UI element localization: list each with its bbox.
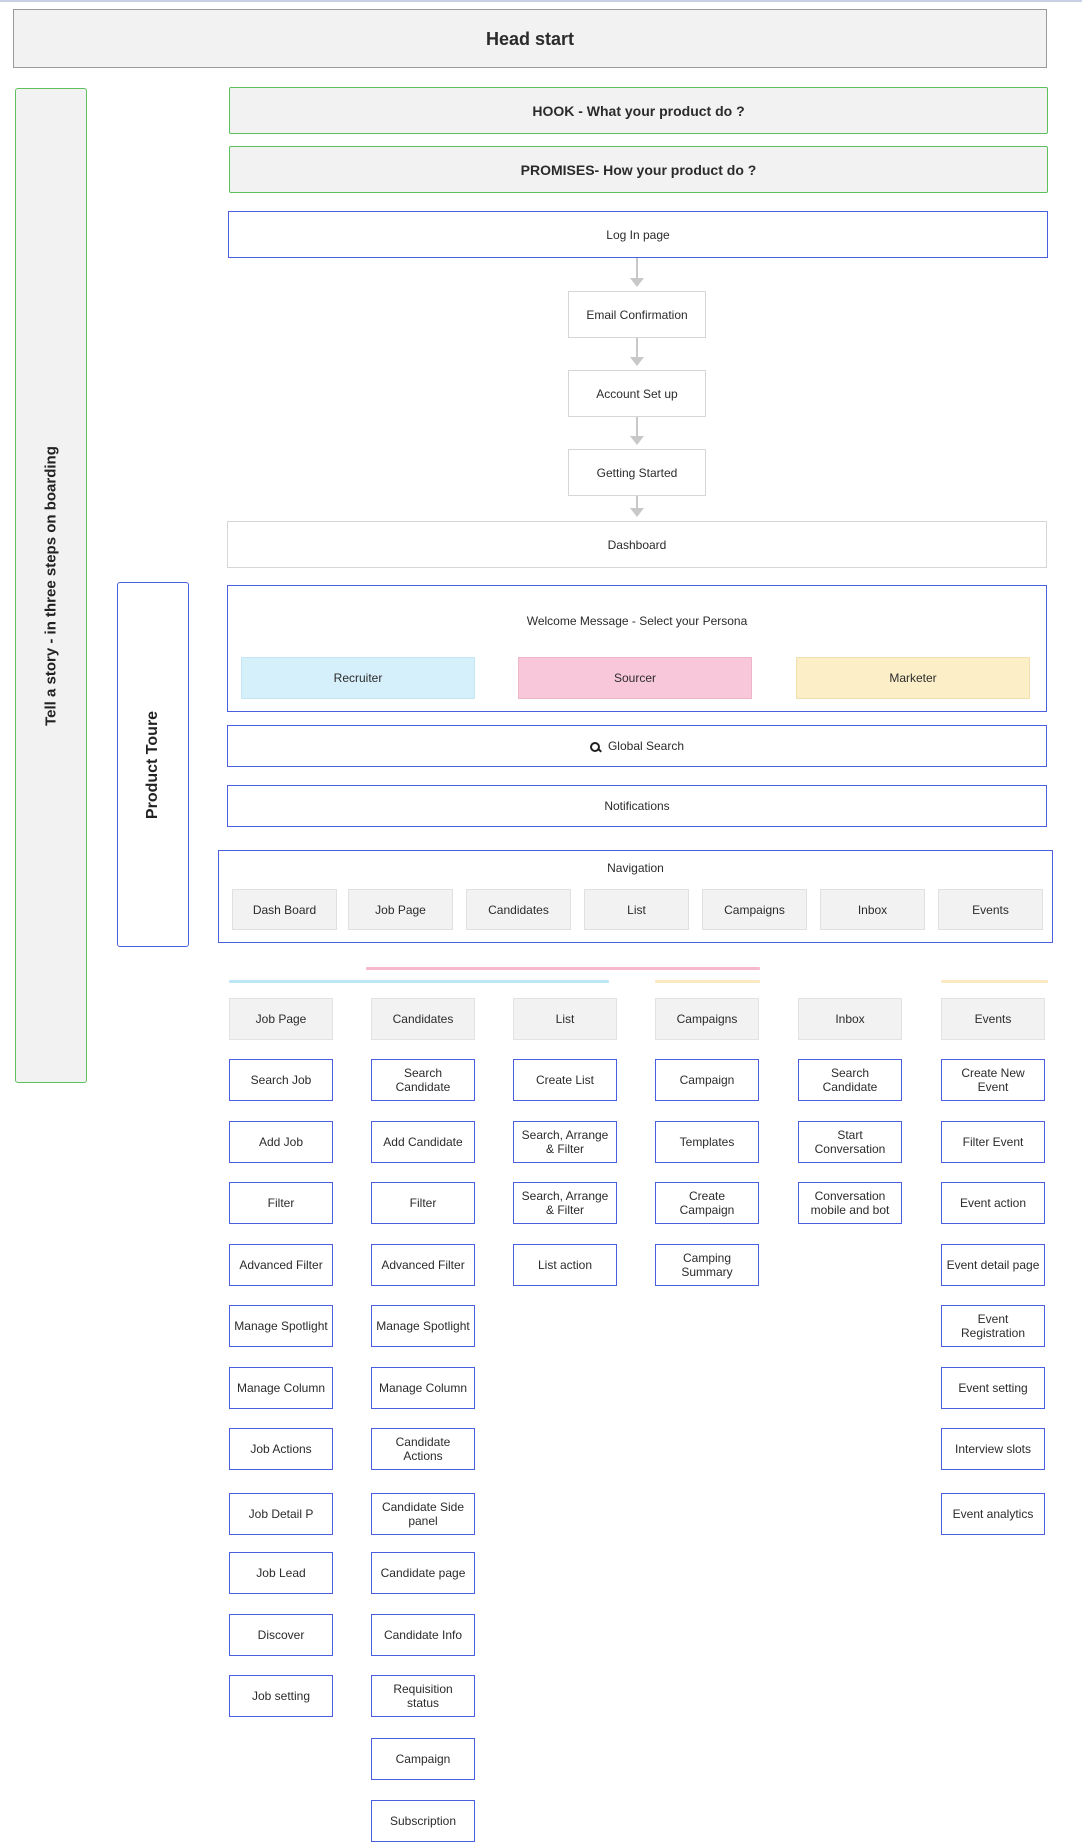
column-header-list: List [513, 998, 617, 1040]
promises-box: PROMISES- How your product do ? [229, 146, 1048, 193]
feature-create-campaign[interactable]: Create Campaign [655, 1182, 759, 1224]
product-tour-label: Product Toure [144, 710, 161, 819]
feature-filter[interactable]: Filter [371, 1182, 475, 1224]
page-title: Head start [13, 9, 1047, 68]
navigation-title: Navigation [607, 861, 664, 875]
feature-event-detail-page[interactable]: Event detail page [941, 1244, 1045, 1286]
persona-sourcer-button[interactable]: Sourcer [518, 657, 752, 699]
feature-job-detail-p[interactable]: Job Detail P [229, 1493, 333, 1535]
column-header-candidates: Candidates [371, 998, 475, 1040]
navigation-panel: Navigation Dash Board Job Page Candidate… [218, 850, 1053, 943]
feature-discover[interactable]: Discover [229, 1614, 333, 1656]
persona-marketer-button[interactable]: Marketer [796, 657, 1030, 699]
global-search-bar[interactable]: Global Search [227, 725, 1047, 767]
accent-line-yellow [655, 980, 760, 983]
feature-event-action[interactable]: Event action [941, 1182, 1045, 1224]
flow-connector [636, 258, 638, 278]
notifications-box[interactable]: Notifications [227, 785, 1047, 827]
flow-connector [636, 417, 638, 436]
nav-dashboard[interactable]: Dash Board [232, 889, 337, 930]
accent-line-pink [366, 967, 760, 970]
column-header-events: Events [941, 998, 1045, 1040]
feature-subscription[interactable]: Subscription [371, 1800, 475, 1842]
search-icon [589, 741, 600, 752]
feature-candidate-page[interactable]: Candidate page [371, 1552, 475, 1594]
feature-manage-column[interactable]: Manage Column [371, 1367, 475, 1409]
column-header-campaigns: Campaigns [655, 998, 759, 1040]
feature-event-setting[interactable]: Event setting [941, 1367, 1045, 1409]
feature-job-actions[interactable]: Job Actions [229, 1428, 333, 1470]
feature-camping-summary[interactable]: Camping Summary [655, 1244, 759, 1286]
feature-search-job[interactable]: Search Job [229, 1059, 333, 1101]
feature-interview-slots[interactable]: Interview slots [941, 1428, 1045, 1470]
feature-search-arrange-filter[interactable]: Search, Arrange & Filter [513, 1182, 617, 1224]
flow-arrow [630, 357, 644, 366]
feature-candidate-info[interactable]: Candidate Info [371, 1614, 475, 1656]
feature-manage-spotlight[interactable]: Manage Spotlight [371, 1305, 475, 1347]
feature-campaign[interactable]: Campaign [371, 1738, 475, 1780]
feature-create-list[interactable]: Create List [513, 1059, 617, 1101]
nav-events[interactable]: Events [938, 889, 1043, 930]
feature-add-candidate[interactable]: Add Candidate [371, 1121, 475, 1163]
feature-event-registration[interactable]: Event Registration [941, 1305, 1045, 1347]
account-setup-box: Account Set up [568, 370, 706, 417]
feature-campaign[interactable]: Campaign [655, 1059, 759, 1101]
feature-search-candidate[interactable]: Search Candidate [798, 1059, 902, 1101]
feature-candidate-side-panel[interactable]: Candidate Side panel [371, 1493, 475, 1535]
flow-arrow [630, 278, 644, 287]
feature-templates[interactable]: Templates [655, 1121, 759, 1163]
feature-candidate-actions[interactable]: Candidate Actions [371, 1428, 475, 1470]
story-panel: Tell a story - in three steps on boardin… [15, 88, 87, 1083]
nav-campaigns[interactable]: Campaigns [702, 889, 807, 930]
feature-search-candidate[interactable]: Search Candidate [371, 1059, 475, 1101]
flow-arrow [630, 436, 644, 445]
login-page-box: Log In page [228, 211, 1048, 258]
welcome-message: Welcome Message - Select your Persona [526, 614, 748, 628]
accent-line-yellow [941, 980, 1048, 983]
dashboard-box: Dashboard [227, 521, 1047, 568]
feature-advanced-filter[interactable]: Advanced Filter [229, 1244, 333, 1286]
feature-advanced-filter[interactable]: Advanced Filter [371, 1244, 475, 1286]
global-search-label: Global Search [607, 739, 685, 753]
feature-filter[interactable]: Filter [229, 1182, 333, 1224]
accent-line-blue [229, 980, 609, 983]
persona-recruiter-button[interactable]: Recruiter [241, 657, 475, 699]
feature-create-new-event[interactable]: Create New Event [941, 1059, 1045, 1101]
feature-requisition-status[interactable]: Requisition status [371, 1675, 475, 1717]
story-label: Tell a story - in three steps on boardin… [42, 445, 60, 726]
hook-box: HOOK - What your product do ? [229, 87, 1048, 134]
feature-add-job[interactable]: Add Job [229, 1121, 333, 1163]
nav-candidates[interactable]: Candidates [466, 889, 571, 930]
feature-list-action[interactable]: List action [513, 1244, 617, 1286]
product-tour-panel: Product Toure [117, 582, 189, 947]
column-header-inbox: Inbox [798, 998, 902, 1040]
email-confirmation-box: Email Confirmation [568, 291, 706, 338]
feature-search-arrange-filter[interactable]: Search, Arrange & Filter [513, 1121, 617, 1163]
flow-arrow [630, 508, 644, 517]
column-header-job-page: Job Page [229, 998, 333, 1040]
nav-list[interactable]: List [584, 889, 689, 930]
window-top-line [0, 0, 1082, 2]
feature-job-setting[interactable]: Job setting [229, 1675, 333, 1717]
feature-manage-spotlight[interactable]: Manage Spotlight [229, 1305, 333, 1347]
feature-manage-column[interactable]: Manage Column [229, 1367, 333, 1409]
feature-event-analytics[interactable]: Event analytics [941, 1493, 1045, 1535]
nav-job-page[interactable]: Job Page [348, 889, 453, 930]
welcome-persona-panel: Welcome Message - Select your Persona Re… [227, 585, 1047, 712]
feature-job-lead[interactable]: Job Lead [229, 1552, 333, 1594]
flow-connector [636, 338, 638, 357]
nav-inbox[interactable]: Inbox [820, 889, 925, 930]
feature-conversation-mobile-and-bot[interactable]: Conversation mobile and bot [798, 1182, 902, 1224]
getting-started-box: Getting Started [568, 449, 706, 496]
flow-connector [636, 496, 638, 508]
feature-filter-event[interactable]: Filter Event [941, 1121, 1045, 1163]
feature-start-conversation[interactable]: Start Conversation [798, 1121, 902, 1163]
